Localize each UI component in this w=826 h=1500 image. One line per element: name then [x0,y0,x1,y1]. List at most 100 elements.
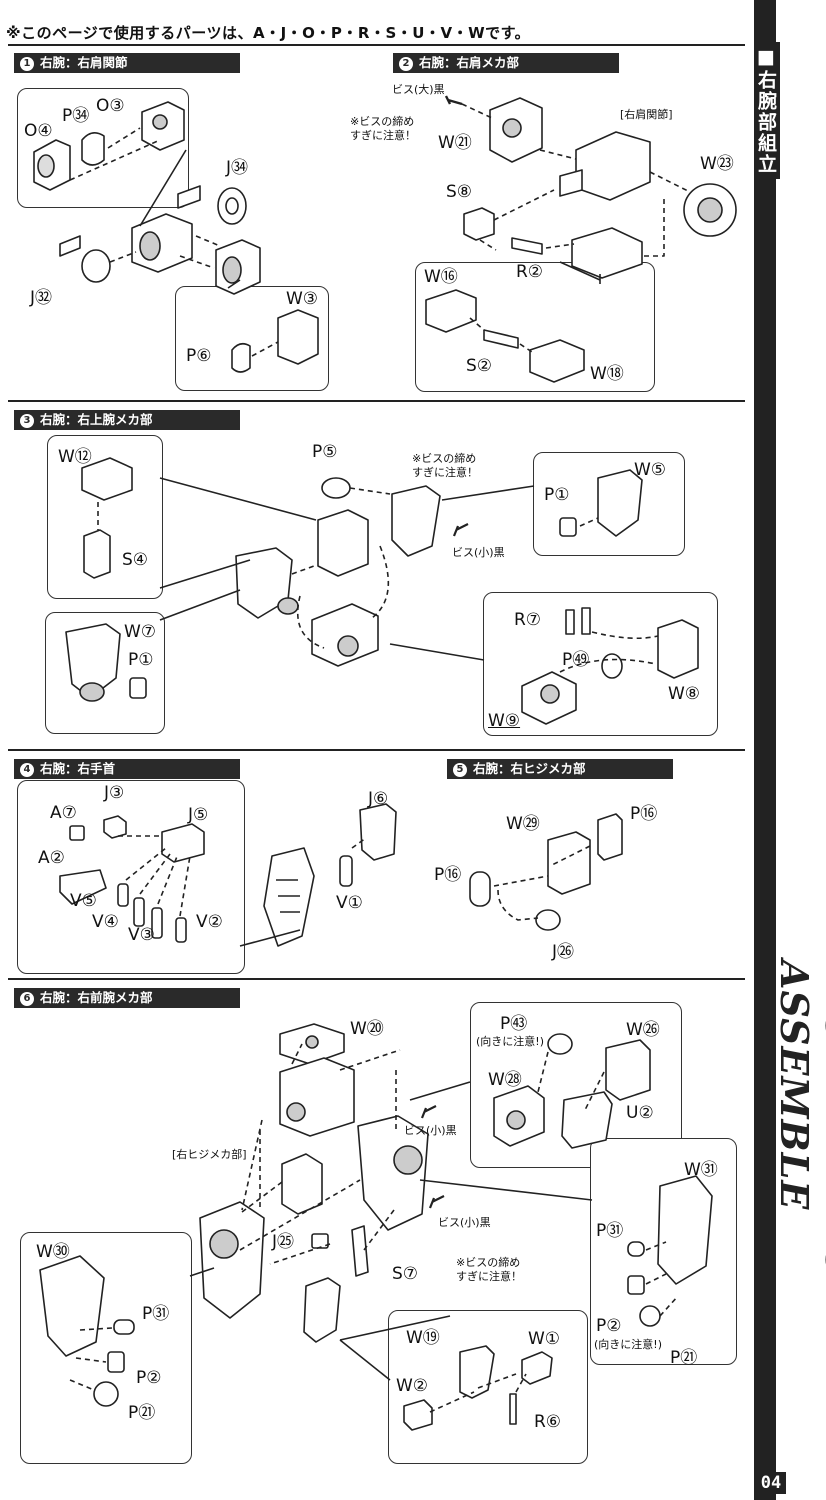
label-w23: W㉓ [700,154,734,174]
section-divider [8,44,745,46]
part-w30-illustration [39,1255,105,1357]
part-w9-illustration [521,671,577,725]
label-p6: P⑥ [186,346,212,366]
label-screw-small: ビス(小)黒 [452,546,505,559]
screw-small-illustration [452,523,469,537]
part-a2-illustration [59,869,107,905]
part-p6-illustration [231,342,251,373]
label-a2: A② [38,848,65,868]
chapter-marker-icon: ■ [755,46,777,70]
label-w8: W⑧ [668,684,701,704]
part-w28-illustration [493,1085,545,1147]
section-divider [8,978,745,980]
label-p31-left: P㉛ [142,1304,170,1324]
part-p21b-illustration [93,1381,119,1407]
part-s7-illustration [351,1225,369,1277]
label-p43-orientation: (向きに注意!) [476,1035,544,1048]
step-number: 4 [20,763,34,777]
part-r6-illustration [509,1393,517,1425]
part-r7-illustration [565,607,591,635]
part-w12-illustration [81,457,133,501]
label-r2: R② [516,262,544,282]
sidebar [754,0,826,1500]
step-number: 2 [399,57,413,71]
part-s8-illustration [463,207,495,241]
sidebar-bar [754,0,776,1500]
part-p2a-illustration [627,1275,645,1295]
part-v1-illustration [339,855,353,887]
part-p16-right-illustration [597,813,623,861]
part-w5-illustration [597,469,643,537]
label-j5: J⑤ [188,805,209,825]
step-5-header: 5 右腕：右ヒジメカ部 [447,759,673,779]
assembly-diagram-art [33,95,737,1431]
part-j32-illustration [59,235,111,283]
step-number: 3 [20,414,34,428]
label-p2-right: P② [596,1316,622,1336]
label-j32: J㉜ [30,288,53,308]
section-divider [8,400,745,402]
page-number: 04 [756,1472,786,1494]
part-j5-illustration [161,823,205,863]
label-r7: R⑦ [514,610,542,630]
part-p2b-illustration [107,1351,125,1373]
page-parts-note: ※このページで使用するパーツは、A・J・O・P・R・S・U・V・Wです。 [6,24,531,42]
section-divider [8,749,745,751]
part-w7-frame-illustration [235,547,299,619]
step-title: 右腕：右上腕メカ部 [40,412,153,427]
screw-large-illustration [444,95,463,106]
label-p21-right: P㉑ [670,1348,698,1368]
finger-parts-illustration [117,883,187,943]
part-r2-illustration [511,237,543,255]
part-w16-illustration [425,289,477,333]
label-screw-large: ビス(大)黒 [392,83,445,96]
label-p5: P⑤ [312,442,338,462]
part-p31b-illustration [113,1319,135,1335]
step-title: 右腕：右ヒジメカ部 [473,761,586,776]
upper-arm-core-illustration [317,509,369,577]
part-w1-illustration [521,1351,553,1385]
label-p1-lower: P① [128,650,154,670]
part-w19-illustration [459,1345,495,1399]
label-w2: W② [396,1376,429,1396]
label-w7: W⑦ [124,622,157,642]
label-w26: W㉖ [626,1020,660,1040]
part-p16-left-illustration [469,871,491,907]
part-w2-illustration [403,1399,433,1431]
part-s2-illustration [483,329,519,349]
step-title: 右腕：右肩関節 [40,55,128,70]
label-screw-caution: ※ビスの締め すぎに注意！ [350,115,416,143]
forearm-frame-illustration [357,1115,429,1231]
part-w26-illustration [605,1039,651,1101]
label-screw-caution: ※ビスの締め すぎに注意！ [456,1256,522,1284]
label-w19: W⑲ [406,1328,440,1348]
chapter-title-text: 右腕部組立 [755,70,777,175]
label-p1-upper: P① [544,485,570,505]
label-p2-left: P② [136,1368,162,1388]
part-p31a-illustration [627,1241,645,1257]
label-w5: W⑤ [634,460,667,480]
part-p21a-illustration [639,1305,661,1327]
part-j34-illustration [177,185,247,225]
part-w21-illustration [489,97,543,163]
part-p49-illustration [601,653,623,679]
chapter-title-en: RIGHT ARM UNIT ASSEMBLE [772,960,826,1364]
step-2-header: 2 右腕：右肩メカ部 [393,53,619,73]
label-v2: V② [196,912,223,932]
label-w18: W⑱ [590,364,624,384]
label-w16: W⑯ [424,267,458,287]
step-number: 5 [453,763,467,777]
step-title: 右腕：右肩メカ部 [419,55,520,70]
label-p49: P㊾ [562,650,590,670]
label-w21: W㉑ [438,133,472,153]
label-j25: J㉕ [272,1232,295,1252]
part-p5-illustration [321,477,351,499]
label-v5: V⑤ [70,891,97,911]
label-o3: O③ [96,96,125,116]
label-p31-right: P㉛ [596,1221,624,1241]
label-p21-left: P㉑ [128,1403,156,1423]
step-title: 右腕：右前腕メカ部 [40,990,153,1005]
label-shoulder-joint-ref: [右肩関節] [620,108,673,121]
